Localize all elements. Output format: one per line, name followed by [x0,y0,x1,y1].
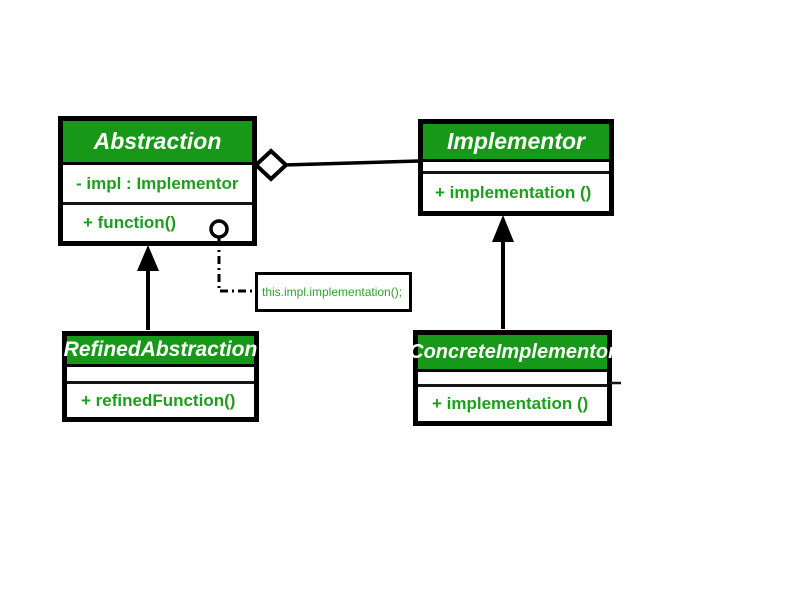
class-box-abstraction: Abstraction - impl : Implementor + funct… [58,116,257,246]
class-name-abstraction: Abstraction [63,121,252,165]
method-implementation: + implementation () [423,174,609,211]
inheritance-connector-concrete-to-implementor [492,215,514,329]
class-name-concrete-implementor: ConcreteImplementor [409,335,616,372]
attributes-compartment-empty [418,372,607,387]
class-box-refined-abstraction: RefinedAbstraction + refinedFunction() [62,331,259,422]
hollow-diamond-marker [253,148,289,182]
attributes-compartment-empty [423,162,609,174]
method-implementation: + implementation () [418,387,607,421]
class-name-refined-abstraction: RefinedAbstraction [64,336,257,367]
method-refined-function: + refinedFunction() [67,384,254,417]
aggregation-line [283,159,420,167]
attribute-impl-implementor: - impl : Implementor [63,165,252,205]
method-function: + function() [63,205,252,241]
aggregation-connector [253,148,420,182]
code-note: this.impl.implementation(); [255,272,412,312]
class-box-implementor: Implementor + implementation () [418,119,614,216]
filled-arrowhead-marker [492,215,514,242]
class-box-concrete-implementor: ConcreteImplementor + implementation () [409,330,616,426]
attributes-compartment-empty [67,367,254,384]
filled-arrowhead-marker [137,245,159,271]
inheritance-connector-refined-to-abstraction [137,245,159,330]
class-name-implementor: Implementor [423,124,609,162]
